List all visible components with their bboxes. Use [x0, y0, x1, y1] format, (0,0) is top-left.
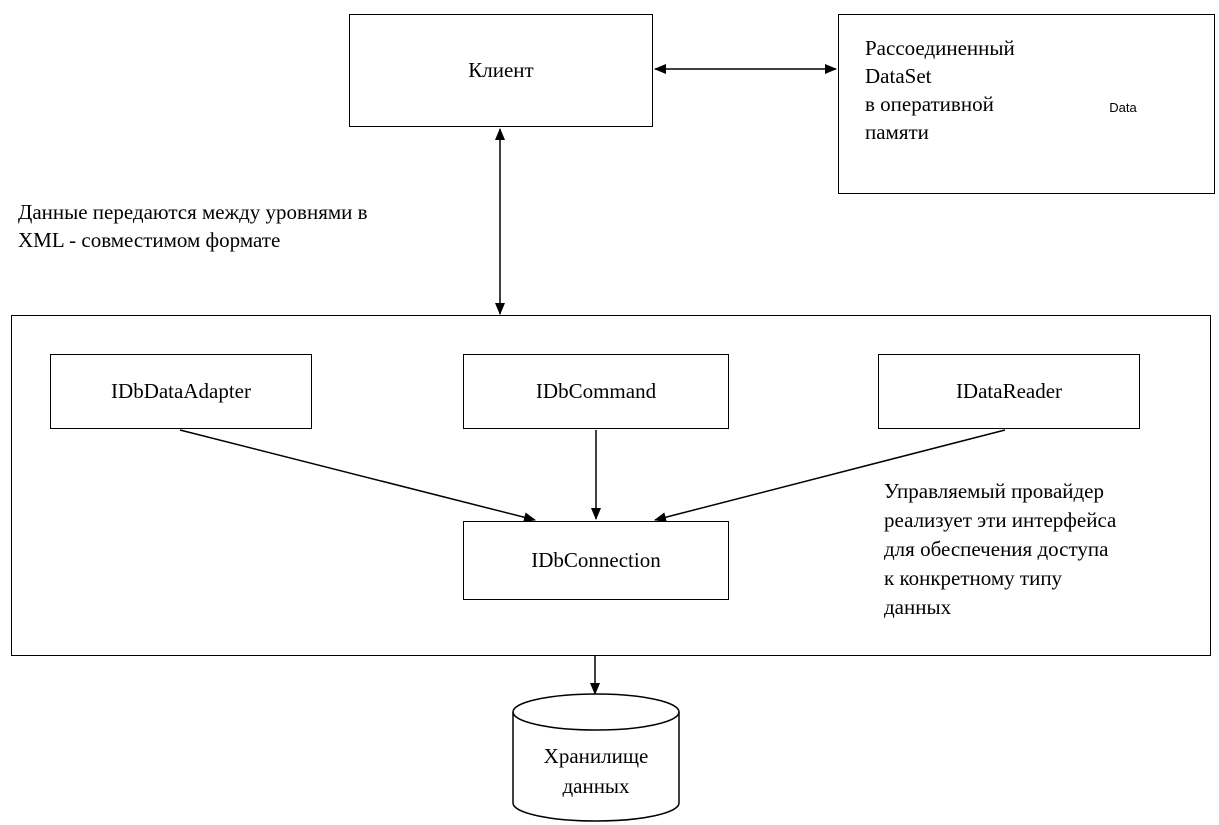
- idatareader-box: IDataReader: [878, 354, 1140, 429]
- transfer-note-line: Данные передаются между уровнями в: [18, 200, 368, 224]
- dataset-line: DataSet: [865, 64, 932, 88]
- client-label: Клиент: [468, 58, 534, 82]
- storage-label-line: данных: [562, 774, 630, 798]
- provider-note-line: к конкретному типу: [884, 566, 1063, 590]
- dataset-description: Рассоединенный DataSet в оперативной пам…: [865, 34, 1015, 146]
- provider-container: [11, 315, 1211, 656]
- provider-note-line: для обеспечения доступа: [884, 537, 1109, 561]
- provider-note-line: данных: [884, 595, 952, 619]
- provider-note-line: Управляемый провайдер: [884, 479, 1105, 503]
- idbcommand-label: IDbCommand: [535, 379, 657, 403]
- dataset-box: [838, 14, 1215, 194]
- data-cylinder-label: Data: [1109, 100, 1137, 115]
- idbdataadapter-box: IDbDataAdapter: [50, 354, 312, 429]
- dataset-line: в оперативной: [865, 92, 994, 116]
- idbdataadapter-label: IDbDataAdapter: [111, 379, 251, 403]
- client-box: Клиент: [349, 14, 653, 127]
- idbconnection-box: IDbConnection: [463, 521, 729, 600]
- storage-label-line: Хранилище: [543, 744, 649, 768]
- idatareader-label: IDataReader: [955, 379, 1063, 403]
- dataset-line: Рассоединенный: [865, 36, 1015, 60]
- dataset-line: памяти: [865, 120, 929, 144]
- idbconnection-label: IDbConnection: [531, 548, 661, 572]
- storage-label: Хранилище данных: [513, 741, 679, 801]
- provider-note: Управляемый провайдер реализует эти инте…: [884, 477, 1116, 622]
- provider-note-line: реализует эти интерфейса: [884, 508, 1117, 532]
- transfer-note-line: XML - совместимом формате: [18, 228, 281, 252]
- transfer-note: Данные передаются между уровнями в XML -…: [18, 198, 368, 254]
- idbcommand-box: IDbCommand: [463, 354, 729, 429]
